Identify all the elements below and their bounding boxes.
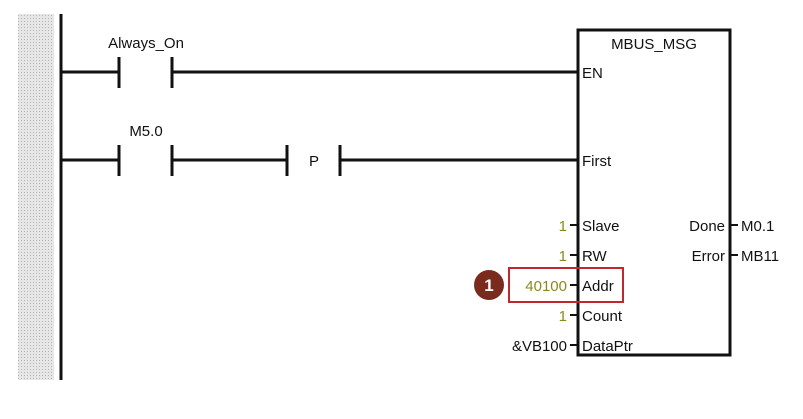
edge-contact-label: P [309, 153, 319, 170]
contact-m5-0[interactable] [117, 145, 174, 176]
callout-number: 1 [484, 276, 493, 295]
addr-highlight-box [508, 267, 624, 303]
pin-en: EN [582, 65, 603, 82]
svg-text:Done: Done [689, 218, 725, 235]
svg-text:Addr: Addr [582, 278, 614, 295]
contact-always-on[interactable] [117, 57, 174, 88]
pin-done: Done M0.1 [689, 218, 774, 235]
error-value: MB11 [741, 248, 779, 265]
slave-value: 1 [559, 218, 567, 235]
pin-error: Error MB11 [692, 248, 779, 265]
pin-addr: Addr 40100 [525, 278, 613, 295]
svg-text:RW: RW [582, 248, 608, 265]
done-value: M0.1 [741, 218, 774, 235]
contact-label: M5.0 [129, 123, 162, 140]
block-title: MBUS_MSG [611, 36, 697, 53]
callout-badge: 1 [474, 270, 504, 300]
svg-text:DataPtr: DataPtr [582, 338, 633, 355]
dataptr-value: &VB100 [512, 338, 567, 355]
pin-slave: Slave 1 [559, 218, 620, 235]
count-value: 1 [559, 308, 567, 325]
svg-text:Count: Count [582, 308, 623, 325]
pin-count: Count 1 [559, 308, 623, 325]
rung-1: Always_On [61, 35, 578, 88]
positive-edge-contact[interactable]: P [285, 145, 342, 176]
pin-rw: RW 1 [559, 248, 608, 265]
addr-value: 40100 [525, 278, 567, 295]
pin-dataptr: DataPtr &VB100 [512, 338, 633, 355]
svg-text:Slave: Slave [582, 218, 620, 235]
rung-2: M5.0 P [61, 123, 578, 176]
left-margin-strip [18, 14, 54, 380]
contact-label: Always_On [108, 35, 184, 52]
pin-first: First [582, 153, 612, 170]
svg-text:Error: Error [692, 248, 725, 265]
rw-value: 1 [559, 248, 567, 265]
mbus-msg-block[interactable]: MBUS_MSG EN First Slave 1 RW 1 Addr 4010… [512, 28, 779, 357]
